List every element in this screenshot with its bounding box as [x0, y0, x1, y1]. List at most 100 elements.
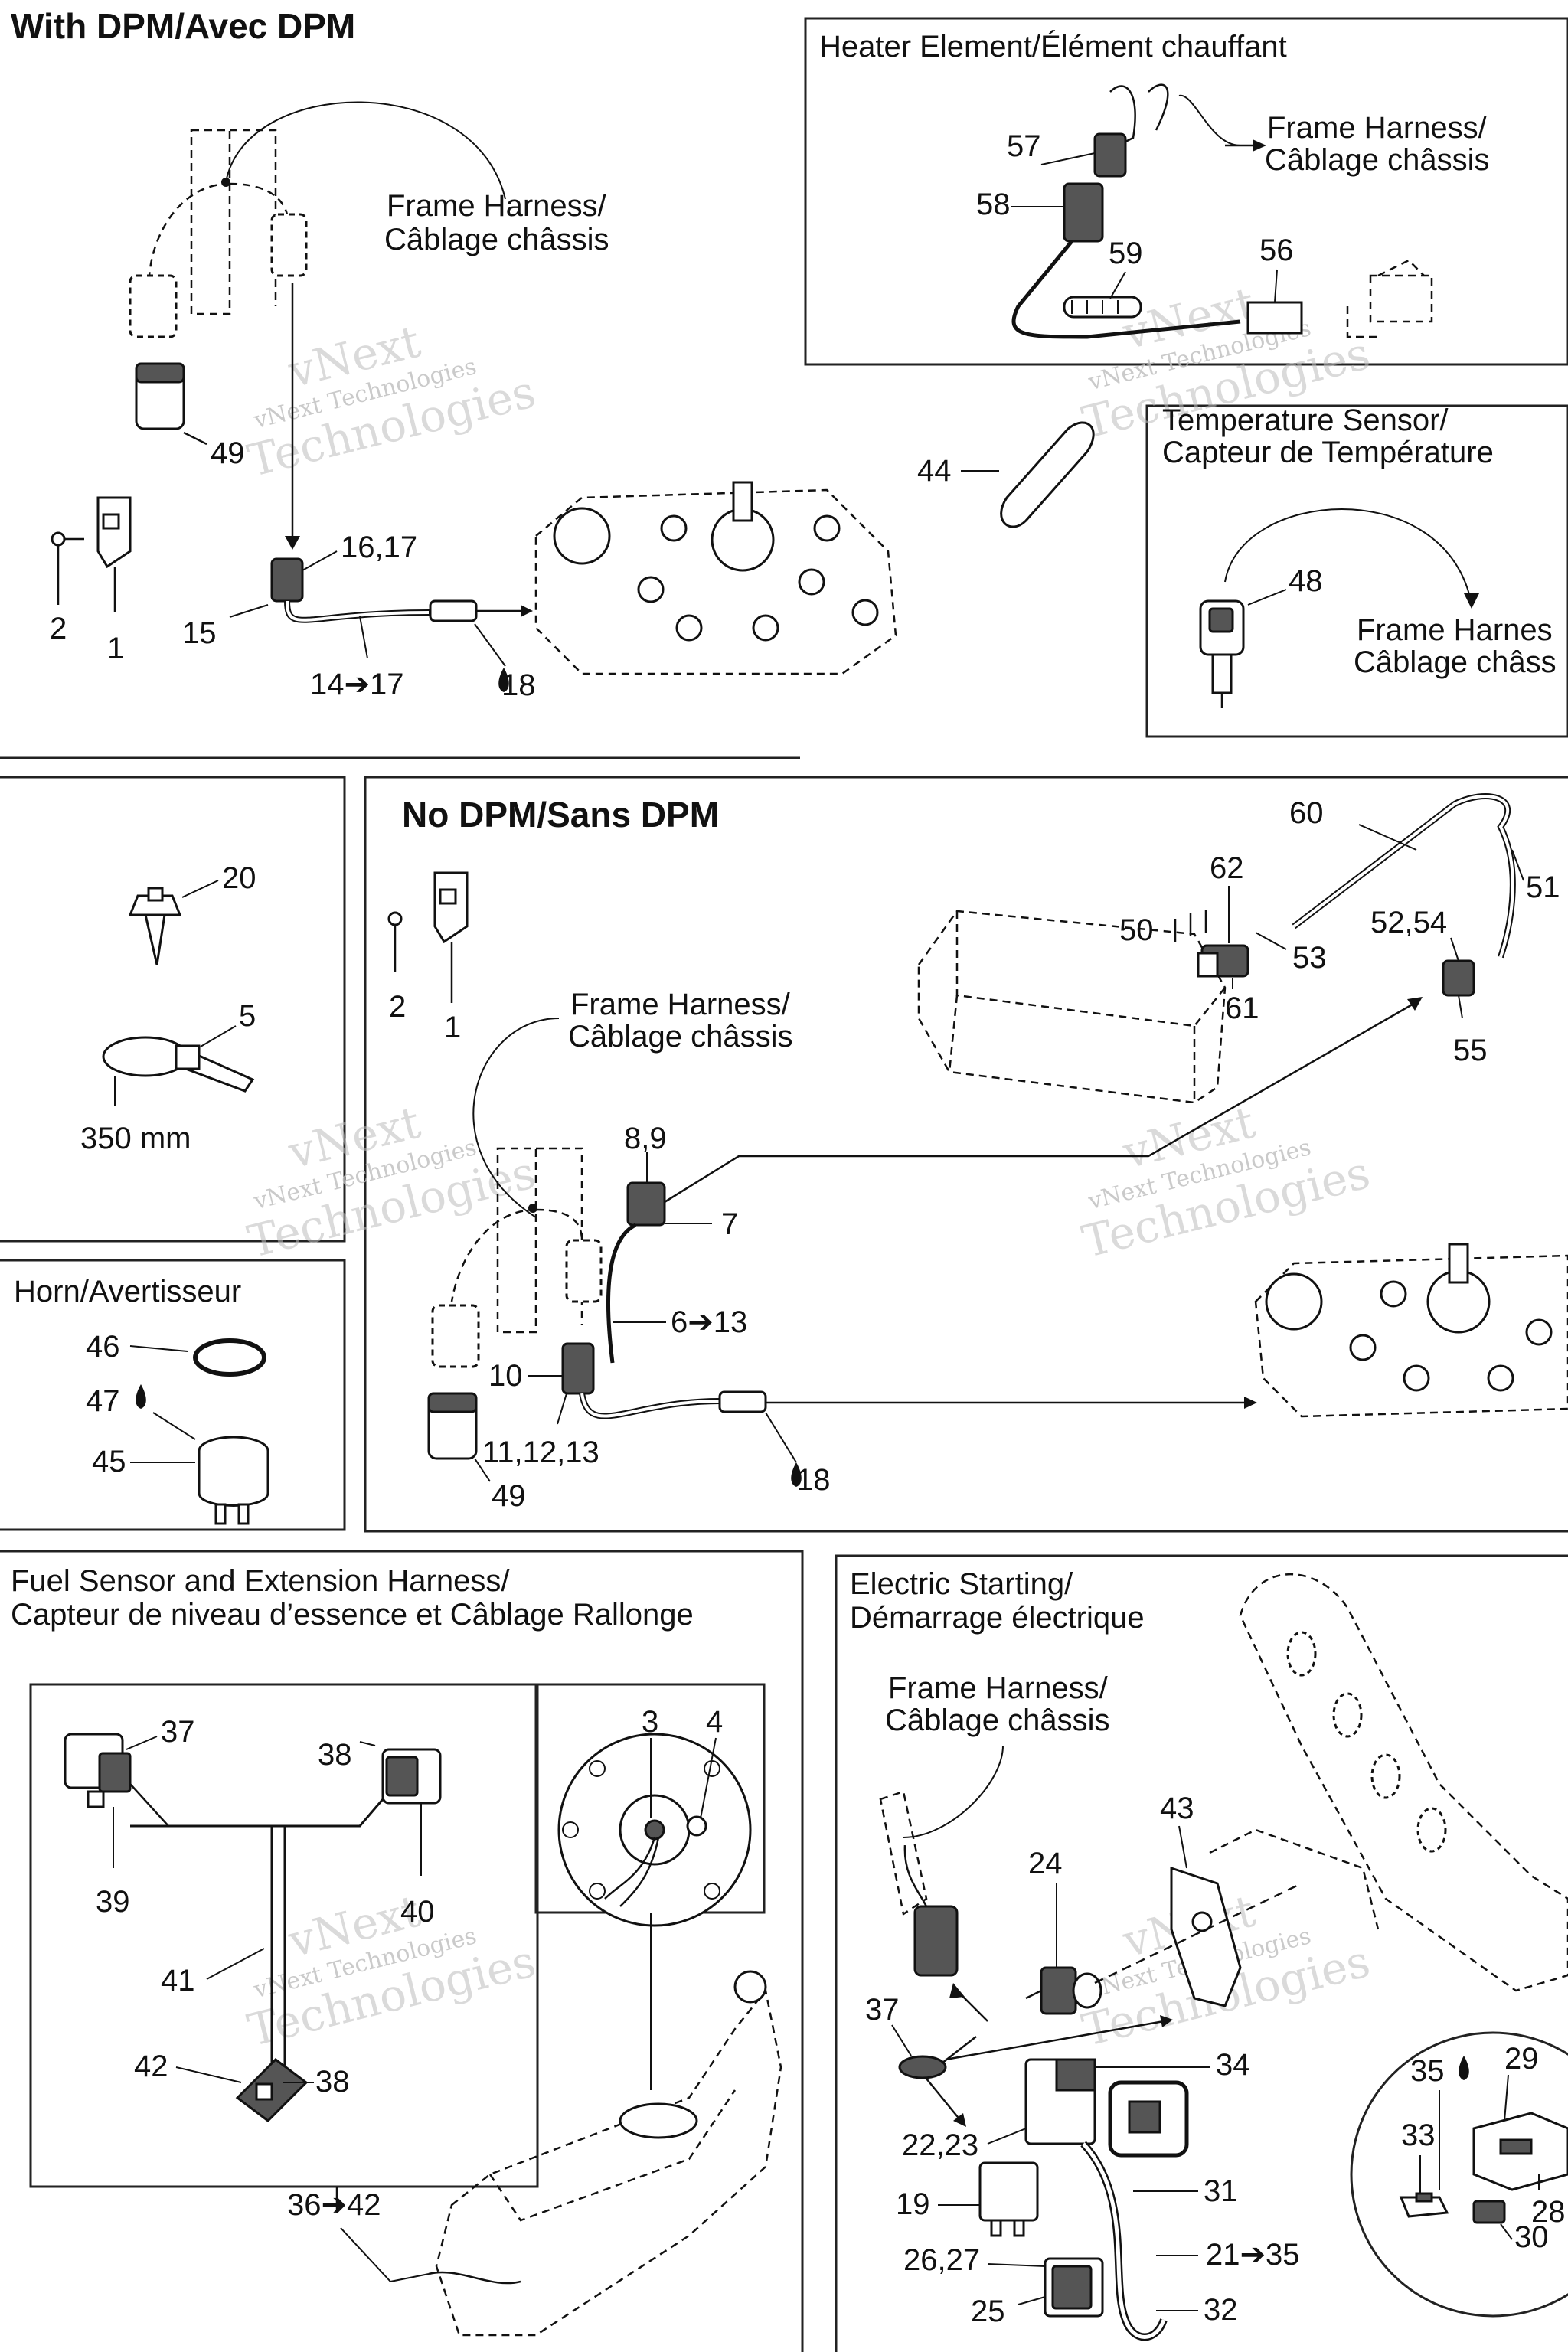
label-56: 56	[1259, 234, 1294, 267]
label-50: 50	[1119, 913, 1154, 947]
part-2-screw	[387, 911, 403, 972]
section-frames	[0, 17, 1568, 2352]
part-14-17-sensor-end	[429, 599, 478, 622]
label-1: 1	[107, 632, 124, 665]
part-29-fuse-box	[1472, 2112, 1568, 2191]
grease-drop-icon	[1459, 2056, 1469, 2080]
part-22-23-relay	[1024, 2058, 1096, 2145]
part-25-connector	[1044, 2257, 1104, 2318]
label-49: 49	[211, 436, 245, 470]
no-dpm-frame-harness-line2: Câblage châssis	[568, 1020, 793, 1054]
frame-harness-line2: Câblage châssis	[384, 223, 609, 256]
section-title-no-dpm: No DPM/Sans DPM	[402, 795, 719, 835]
strap-frame	[0, 776, 346, 1243]
grease-drop-icon	[136, 1384, 146, 1409]
label-61: 61	[1225, 991, 1259, 1025]
label-11-12-13: 11,12,13	[482, 1436, 599, 1469]
label-16-17: 16,17	[341, 531, 417, 564]
section-no-dpm: No DPM/Sans DPM 2 1 Frame Harness/ Câbla…	[387, 793, 1568, 1513]
dashed-harness-lead-left	[148, 182, 230, 276]
label-28: 28	[1531, 2195, 1566, 2229]
heater-frame	[804, 17, 1568, 366]
label-43: 43	[1160, 1792, 1194, 1825]
part-19-relay	[978, 2161, 1039, 2237]
section-title-fuel-line1: Fuel Sensor and Extension Harness/	[11, 1564, 510, 1598]
label-48: 48	[1289, 564, 1323, 598]
part-20-screw	[128, 887, 182, 965]
part-37-connector	[64, 1733, 132, 1808]
label-35: 35	[1410, 2054, 1445, 2088]
fuse-detail-circle	[1350, 2031, 1568, 2318]
part-1-bracket	[433, 871, 469, 1003]
label-46: 46	[86, 1330, 120, 1364]
label-33: 33	[1401, 2118, 1436, 2152]
label-49: 49	[492, 1479, 526, 1513]
label-4: 4	[706, 1705, 723, 1739]
label-44: 44	[917, 454, 952, 488]
start-frame-harness-line2: Câblage châssis	[885, 1704, 1110, 1737]
label-25: 25	[971, 2295, 1005, 2328]
temp-frame-harness-line1: Frame Harnes	[1357, 613, 1553, 647]
section-with-dpm: With DPM/Avec DPM Frame Harness/ Câblage…	[11, 6, 897, 702]
part-33-fuse	[1399, 2192, 1449, 2218]
engine-head-top	[534, 481, 897, 675]
no-dpm-frame	[364, 776, 1568, 1533]
label-21-35: 21➔35	[1206, 2238, 1300, 2272]
label-30: 30	[1514, 2220, 1549, 2254]
section-horn: Horn/Avertisseur 46 47 45	[14, 1275, 270, 1525]
part-48-temp-sensor	[1199, 599, 1245, 708]
label-52-54: 52,54	[1370, 906, 1447, 939]
part-24-switch	[1025, 1966, 1102, 2015]
section-title-temp-line2: Capteur de Température	[1162, 436, 1494, 469]
electric-start-frame	[835, 1554, 1568, 2352]
arrow-down	[953, 2113, 966, 2127]
label-350mm: 350 mm	[80, 1122, 191, 1155]
label-38b: 38	[315, 2065, 350, 2099]
temp-sensor-frame	[1145, 404, 1568, 738]
part-18-sensor-end	[718, 1390, 767, 1413]
part-10-connector	[561, 1342, 595, 1395]
label-47: 47	[86, 1384, 120, 1418]
arrow-to-engine	[521, 605, 533, 617]
dashed-harness-lead-right	[229, 182, 289, 215]
part-56-heater-pad	[1246, 301, 1303, 335]
heater-leads	[1102, 85, 1136, 155]
label-37: 37	[865, 1993, 900, 2027]
section-heater: Heater Element/Élément chauffant Frame H…	[819, 29, 1490, 339]
dashed-chassis	[879, 1573, 1568, 1992]
label-51: 51	[1526, 871, 1560, 904]
section-title-with-dpm: With DPM/Avec DPM	[11, 6, 355, 46]
label-22-23: 22,23	[902, 2128, 978, 2162]
part-42-connector	[235, 2058, 309, 2122]
section-fasteners: 20 5 350 mm	[80, 861, 256, 1155]
part-58-connector	[1063, 182, 1104, 243]
label-8-9: 8,9	[624, 1122, 667, 1155]
part-2-screw	[51, 531, 84, 605]
part-57-connector	[1093, 132, 1127, 178]
part-31-harness	[1080, 2080, 1189, 2341]
arrow-to-frame-harness	[1253, 139, 1266, 152]
label-7: 7	[721, 1207, 738, 1241]
frame-harness-leader	[225, 101, 506, 200]
arrow-head-down	[285, 536, 300, 550]
control-module	[917, 910, 1227, 1104]
label-3: 3	[642, 1705, 658, 1739]
dashed-connector-right	[270, 213, 308, 277]
fuel-sensor-frame	[0, 1550, 804, 2352]
part-44-clip	[961, 421, 1095, 528]
label-32: 32	[1204, 2293, 1238, 2327]
arrow-to-engine	[1244, 1396, 1257, 1409]
label-20: 20	[222, 861, 256, 895]
section-title-horn: Horn/Avertisseur	[14, 1275, 241, 1308]
part-50-screws	[1174, 910, 1207, 942]
fuel-sender-plate	[557, 1733, 752, 1927]
section-fuel-sensor: Fuel Sensor and Extension Harness/ Capte…	[11, 1564, 782, 2337]
label-59: 59	[1109, 237, 1143, 270]
label-10: 10	[488, 1359, 523, 1393]
part-1-bracket	[96, 496, 132, 612]
engine-head-bottom	[1254, 1243, 1568, 1418]
label-36-42: 36➔42	[287, 2188, 381, 2222]
label-62: 62	[1210, 851, 1244, 885]
label-31: 31	[1204, 2174, 1238, 2208]
